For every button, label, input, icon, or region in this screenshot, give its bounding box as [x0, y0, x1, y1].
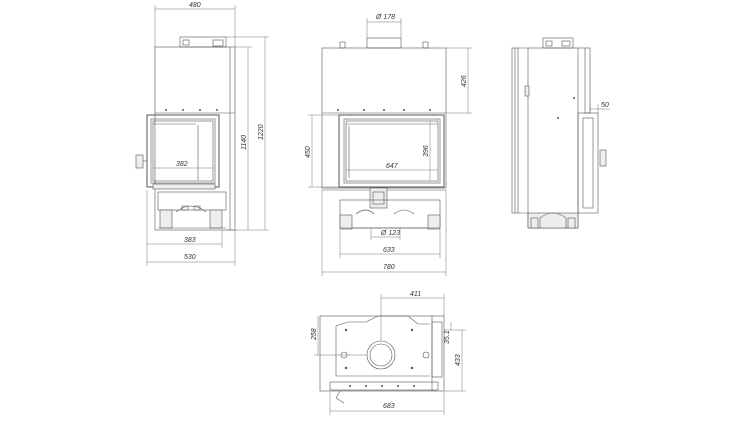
body-outline — [321, 47, 447, 189]
dim-480: 480 — [189, 2, 201, 9]
flue-plate — [179, 36, 227, 48]
flue-collar — [366, 37, 402, 49]
body-outline — [527, 47, 579, 229]
leg-right — [209, 209, 223, 229]
leg-left — [159, 209, 173, 229]
dim-450: 450 — [305, 146, 312, 158]
body-outline — [154, 46, 236, 231]
dim-530: 530 — [184, 254, 196, 261]
dim-633: 633 — [383, 247, 395, 254]
ash-bar — [152, 183, 216, 190]
dim-433: 433 — [455, 354, 462, 366]
top-view: 411 258 35.1 433 683 — [311, 291, 466, 415]
top-outline — [319, 315, 445, 392]
side-view: 50 — [511, 37, 610, 229]
door-handle — [135, 154, 144, 169]
dim-258: 258 — [311, 328, 318, 341]
dim-1140: 1140 — [241, 135, 248, 150]
glass-panel — [345, 120, 439, 182]
door-frame — [146, 114, 220, 188]
leg-right — [427, 214, 441, 230]
dim-411: 411 — [410, 291, 421, 298]
door-frame — [338, 114, 445, 188]
front-bar — [329, 381, 439, 391]
dim-647: 647 — [386, 163, 399, 170]
flue-tab — [212, 39, 224, 47]
dim-1220: 1220 — [258, 124, 265, 140]
leg-left — [339, 214, 353, 230]
dim-50: 50 — [601, 102, 609, 109]
flue-tab — [182, 39, 190, 46]
air-inlet — [369, 187, 388, 209]
flue-opening — [366, 340, 396, 370]
glass-panel — [152, 120, 214, 182]
flue-collar — [542, 37, 574, 49]
front-left-view: 480 1140 1220 382 383 530 — [135, 2, 269, 266]
door-handle — [599, 149, 607, 167]
dim-683: 683 — [383, 403, 395, 410]
front-right-view: Ø 178 426 450 396 647 Ø 123 633 780 — [305, 14, 472, 276]
dim-35-1: 35.1 — [444, 330, 451, 344]
dim-diameter-178: Ø 178 — [375, 14, 395, 21]
dim-382: 382 — [176, 161, 188, 168]
dim-396: 396 — [423, 145, 430, 157]
dim-426: 426 — [461, 75, 468, 87]
dim-diameter-123: Ø 123 — [380, 230, 400, 237]
dim-780: 780 — [383, 264, 395, 271]
dim-383: 383 — [184, 237, 196, 244]
